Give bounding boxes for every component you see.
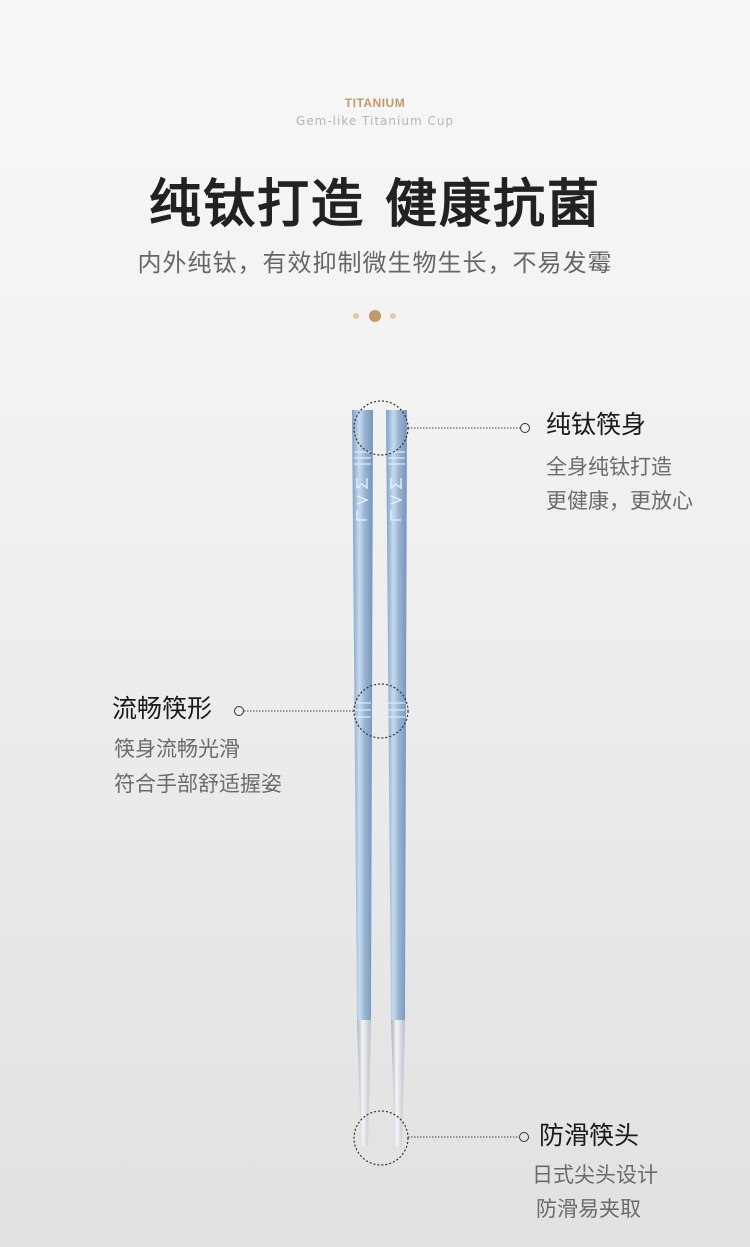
callout-middle-title: 流畅筷形 <box>112 694 213 723</box>
chopstick-right-logo-mark <box>390 478 403 521</box>
chopstick-left-logo-mark <box>356 478 369 521</box>
callout-top-title: 纯钛筷身 <box>546 410 647 439</box>
chopstick-left-body <box>352 410 373 1020</box>
chopstick-left-tip <box>357 1020 371 1146</box>
leader-end-bottom <box>519 1132 529 1142</box>
highlight-circle-bottom <box>353 1110 409 1166</box>
chopstick-left <box>352 410 373 1146</box>
chopstick-right <box>386 410 407 1146</box>
callout-bottom-line2: 防滑易夹取 <box>536 1197 641 1221</box>
pager-dot[interactable] <box>353 313 359 319</box>
callout-top-line2: 更健康，更放心 <box>546 489 693 513</box>
leader-end-middle <box>234 706 244 716</box>
callout-middle-line1: 筷身流畅光滑 <box>114 737 240 761</box>
callout-middle-line2: 符合手部舒适握姿 <box>114 772 282 796</box>
pager-dot[interactable] <box>390 313 396 319</box>
page-title: 纯钛打造 健康抗菌 <box>148 175 602 235</box>
pager-dot-active[interactable] <box>369 310 381 322</box>
callout-bottom-line1: 日式尖头设计 <box>532 1163 658 1187</box>
callout-top-line1: 全身纯钛打造 <box>546 455 672 479</box>
highlight-circle-middle <box>353 683 409 739</box>
brand-label: TITANIUM <box>344 96 406 110</box>
chopstick-right-tip <box>391 1020 405 1146</box>
callout-bottom-title: 防滑筷头 <box>539 1121 640 1150</box>
chopstick-right-body <box>386 410 407 1020</box>
page-subtitle: 内外纯钛，有效抑制微生物生长，不易发霉 <box>137 249 613 277</box>
product-tagline: Gem-like Titanium Cup <box>295 114 455 128</box>
leader-end-top <box>520 423 530 433</box>
